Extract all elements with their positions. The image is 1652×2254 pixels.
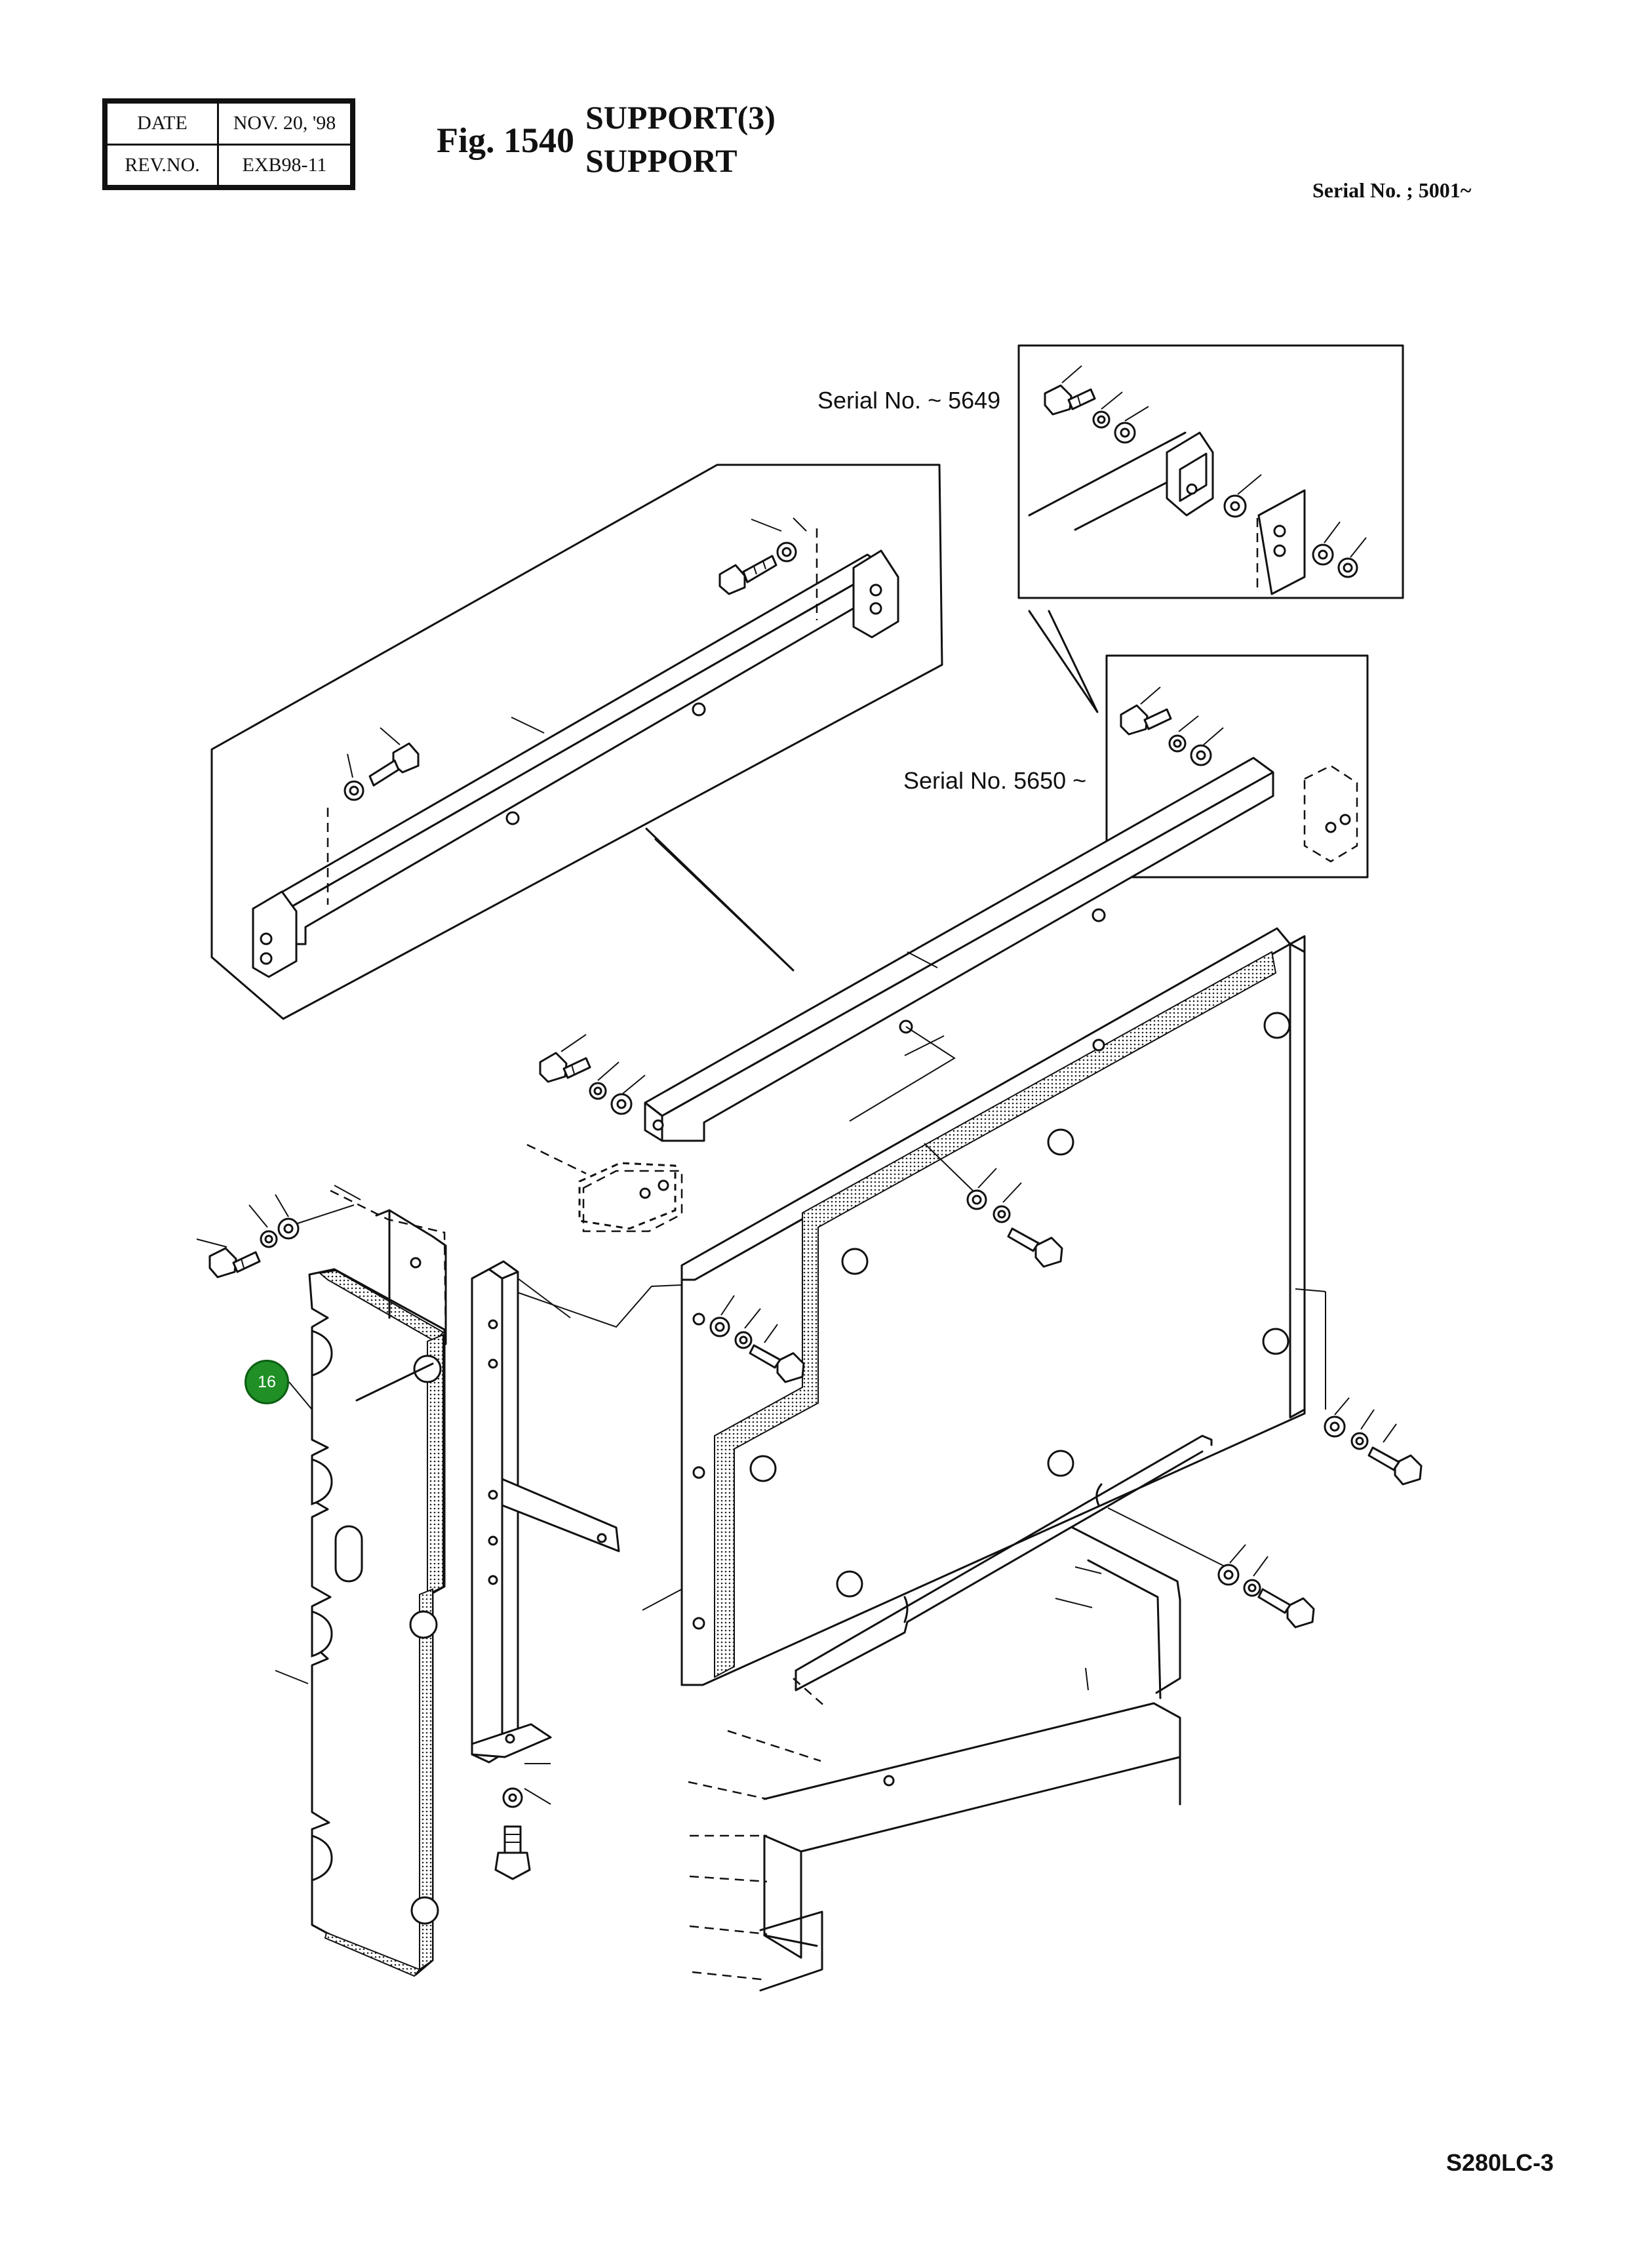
date-label: DATE <box>106 102 219 146</box>
revision-table: DATE NOV. 20, '98 REV.NO. EXB98-11 <box>106 102 352 187</box>
middle-rail <box>526 757 1274 1233</box>
serial-range: Serial No. ; 5001~ <box>1312 178 1472 202</box>
figure-title-line2: SUPPORT <box>585 142 738 179</box>
lower-frame-reference <box>688 1526 1181 1992</box>
new-serial-detail <box>1105 654 1369 879</box>
callout-serial-old: Serial No. ~ 5649 <box>817 387 1001 414</box>
bolt-icon <box>368 742 420 787</box>
figure-title-line1: SUPPORT(3) <box>585 99 776 136</box>
part-16-cover-plate <box>196 1185 447 1977</box>
bolt-icon <box>1120 704 1172 736</box>
bolt-icon <box>1007 1227 1063 1268</box>
callout-serial-new: Serial No. 5650 ~ <box>903 767 1087 794</box>
figure-number: Fig. 1540 <box>437 121 574 160</box>
model-number: S280LC-3 <box>1446 2149 1554 2176</box>
bolt-icon <box>1367 1446 1423 1486</box>
bolt-icon <box>749 1344 805 1383</box>
bolt-icon <box>208 1247 261 1278</box>
bolt-icon <box>494 1825 531 1880</box>
rev-row: REV.NO. EXB98-11 <box>106 143 352 187</box>
upper-rail-detail <box>210 464 943 1020</box>
date-row: DATE NOV. 20, '98 <box>106 102 352 146</box>
revision-stamp: DATE NOV. 20, '98 REV.NO. EXB98-11 <box>102 98 355 190</box>
bolt-icon <box>539 1052 591 1083</box>
bolt-icon <box>718 555 777 595</box>
bolt-icon <box>1257 1588 1315 1629</box>
bolt-icon <box>1044 384 1096 416</box>
old-serial-detail <box>1017 344 1404 599</box>
rev-label: REV.NO. <box>106 143 219 187</box>
main-panel <box>511 927 1423 1691</box>
figure-title: SUPPORT(3) SUPPORT <box>585 96 776 182</box>
date-value: NOV. 20, '98 <box>217 102 352 146</box>
vertical-bracket <box>471 1260 620 1880</box>
part-number-badge[interactable]: 16 <box>245 1360 289 1404</box>
rev-value: EXB98-11 <box>217 143 352 187</box>
